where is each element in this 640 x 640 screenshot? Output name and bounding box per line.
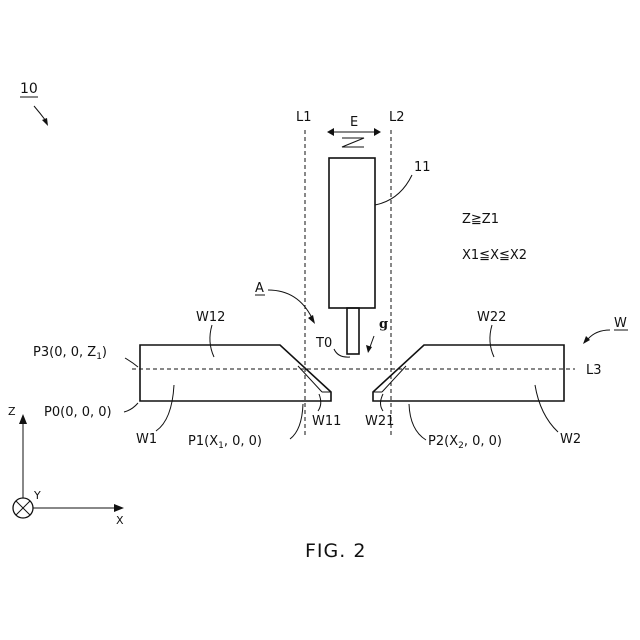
workpiece-W-arrowhead: [583, 336, 590, 344]
z-axis-label: Z: [8, 405, 16, 418]
workpiece-W2: [373, 345, 564, 401]
region-A-label: A: [255, 281, 264, 296]
tool-tip: [347, 308, 359, 354]
line-L2-label: L2: [389, 110, 405, 125]
tool-body: [329, 158, 375, 308]
point-P2-leader: [409, 404, 426, 440]
tool-tip-T0-label: T0: [315, 336, 332, 351]
point-P3-leader: [125, 358, 138, 367]
point-P1-leader: [290, 404, 303, 439]
x-axis-arrowhead: [114, 504, 124, 512]
point-P0-label: P0(0, 0, 0): [44, 405, 112, 420]
workpiece-W2-label: W2: [560, 432, 581, 447]
movement-E-arrowhead-left: [327, 128, 334, 136]
workpiece-W21-bevel-line: [382, 366, 406, 392]
region-A-arrowhead: [308, 315, 315, 324]
movement-E-zigzag: [342, 138, 364, 147]
point-P0-leader: [124, 403, 138, 412]
movement-E-arrowhead-right: [374, 128, 381, 136]
figure-caption: FIG. 2: [305, 540, 366, 562]
line-L3-label: L3: [586, 363, 602, 378]
line-L1-label: L1: [296, 110, 312, 125]
y-axis-label: Y: [33, 489, 41, 502]
bevel-W21-label: W21: [365, 414, 394, 429]
surface-W22-label: W22: [477, 310, 506, 325]
workpiece-W1-leader: [156, 385, 174, 431]
workpiece-W-leader: [588, 330, 610, 339]
movement-E-label: E: [350, 115, 358, 130]
workpiece-W2-leader: [535, 385, 558, 432]
condition-z: Z≧Z1: [462, 212, 499, 227]
workpiece-W1: [140, 345, 331, 401]
point-P3-label: P3(0, 0, Z1): [33, 345, 107, 362]
point-P1-label: P1(X1, 0, 0): [188, 434, 262, 451]
workpiece-W1-label: W1: [136, 432, 157, 447]
gap-g-arrowhead: [366, 345, 372, 353]
figure-ref-leader: [34, 106, 46, 121]
point-P2-label: P2(X2, 0, 0): [428, 434, 502, 451]
workpiece-W11-bevel-line: [298, 366, 322, 392]
surface-W12-leader: [210, 325, 214, 357]
gap-g-leader: [370, 336, 374, 347]
bevel-W11-leader: [318, 394, 321, 411]
tool-label: 11: [414, 160, 431, 175]
condition-x: X1≦X≦X2: [462, 248, 527, 263]
tool-leader: [375, 175, 412, 205]
figure-ref-numeral: 10: [20, 81, 38, 97]
workpiece-W-label: W: [614, 316, 627, 331]
figure-ref-arrowhead: [42, 118, 48, 126]
gap-g-label: g: [379, 317, 388, 332]
x-axis-label: X: [116, 514, 124, 527]
bevel-W21-leader: [381, 394, 384, 411]
surface-W12-label: W12: [196, 310, 225, 325]
bevel-W11-label: W11: [312, 414, 341, 429]
z-axis-arrowhead: [19, 414, 27, 424]
surface-W22-leader: [490, 325, 494, 357]
